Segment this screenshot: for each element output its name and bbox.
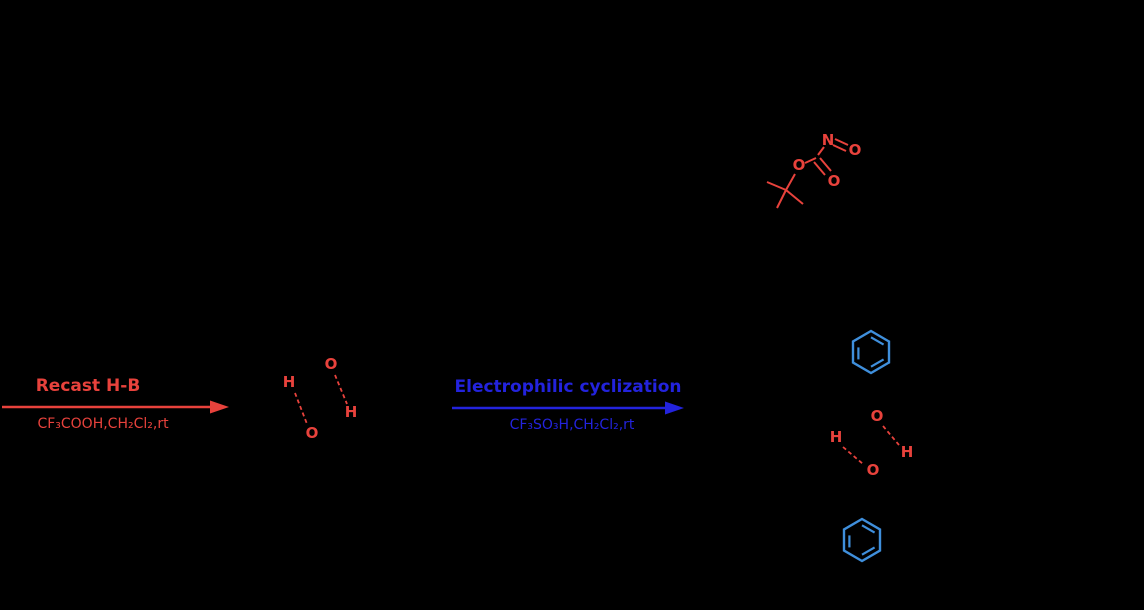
step2-reagents: CF₃SO₃H,CH₂Cl₂,rt [510,417,635,433]
atom-label-h: H [283,373,296,391]
step2-arrow-head-icon [665,401,684,415]
hydrogen-bond-dash [294,392,308,425]
benzene-ring-icon [842,517,882,563]
atom-label-h: H [345,403,358,421]
atom-label-h: H [830,428,843,446]
step1-label: Recast H-B [36,376,141,396]
boc-nitroso-fragment-group: O O N O [766,131,862,209]
benzene-ring-icon [851,329,891,375]
hydrogen-bond-dash [334,374,348,405]
hbond-left-group: H O O H [283,355,358,442]
bond-line [776,189,787,209]
bond-line [785,189,804,205]
atom-label-h: H [901,443,914,461]
hydrogen-bond-dash [842,446,864,465]
step1-reagents: CF₃COOH,CH₂Cl₂,rt [37,416,169,432]
bond-line [766,181,787,191]
atom-label-o: O [828,172,841,190]
atom-label-o: O [871,407,884,425]
double-bond-line [832,144,847,152]
atom-label-n: N [822,131,835,149]
step1-arrow-group: Recast H-B CF₃COOH,CH₂Cl₂,rt [2,376,229,432]
double-bond-line [813,161,826,176]
benzene-ring-bottom-group [842,517,882,563]
aromatic-bond-line [870,358,885,368]
aromatic-bond-line [870,336,885,346]
step1-arrow-head-icon [210,400,229,414]
double-bond-line [834,138,849,146]
atom-label-o: O [793,156,806,174]
bond-line [817,146,825,156]
bond-line [804,157,817,164]
step2-label: Electrophilic cyclization [455,377,682,397]
step2-arrow-group: Electrophilic cyclization CF₃SO₃H,CH₂Cl₂… [452,377,684,433]
atom-label-o: O [306,424,319,442]
atom-label-o: O [849,141,862,159]
hbond-right-group: O H O H [830,407,914,479]
atom-label-o: O [867,461,880,479]
aromatic-bond-line [861,524,876,534]
double-bond-line [819,157,832,172]
aromatic-bond-line [861,546,876,556]
bond-line [785,173,796,191]
benzene-ring-top-group [851,329,891,375]
atom-label-o: O [325,355,338,373]
